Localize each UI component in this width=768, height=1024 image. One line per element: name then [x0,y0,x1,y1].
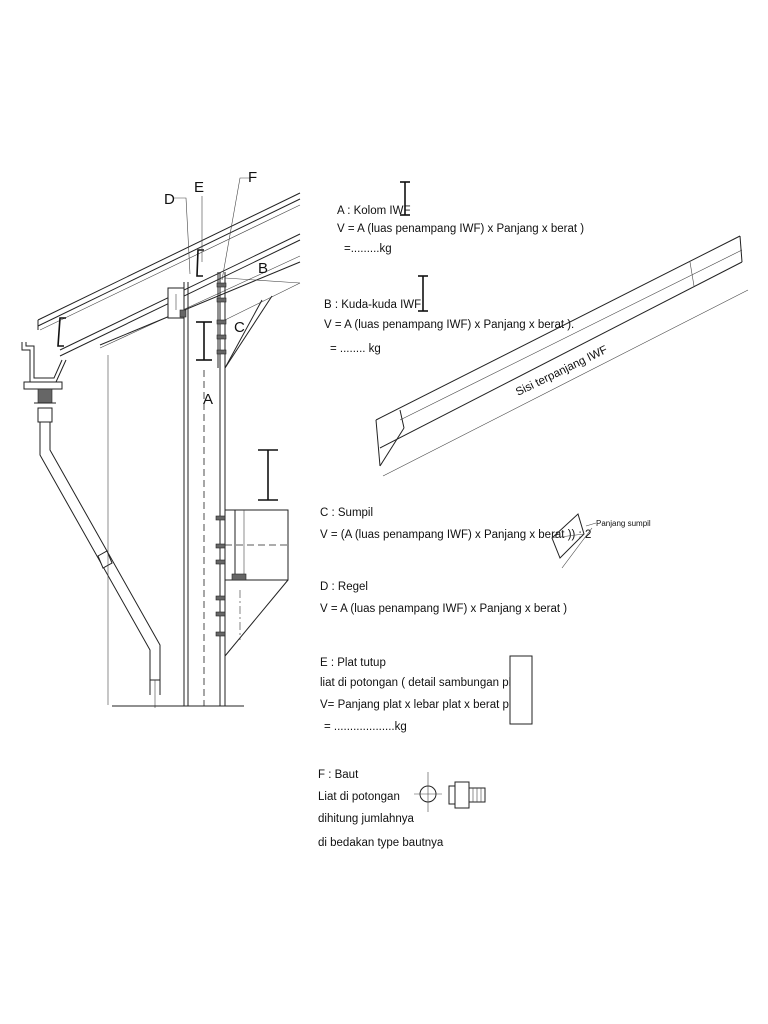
note-b-title: B : Kuda-kuda IWF [324,299,421,311]
note-f-baut: F : Baut Liat di potongan dihitung jumla… [318,769,486,849]
regel-i-section [252,449,288,511]
down-pipe [37,355,161,708]
note-e-plat-tutup: E : Plat tutup liat di potongan ( detail… [320,655,533,733]
note-a-kolom: A : Kolom IWF V = A (luas penampang IWF)… [337,181,584,255]
note-f-title: F : Baut [318,769,359,781]
bracket-connection [215,509,289,657]
label-f: F [248,169,257,186]
note-a-title: A : Kolom IWF [337,205,411,217]
note-b-kuda-kuda: B : Kuda-kuda IWF V = A (luas penampang … [324,275,574,355]
i-beam-icon [400,181,410,216]
note-c-formula: V = (A (luas penampang IWF) x Panjang x … [320,529,591,541]
note-f-line1: Liat di potongan [318,791,400,803]
label-a: A [203,391,213,408]
label-d: D [164,191,175,208]
note-b-result: = ........ kg [330,343,381,355]
roof-sheet [37,192,301,331]
label-leader-lines [174,177,250,281]
note-e-line1: liat di potongan ( detail sambungan plat… [320,677,528,689]
note-b-formula: V = A (luas penampang IWF) x Panjang x b… [324,319,574,331]
label-b: B [258,260,268,277]
note-e-title: E : Plat tutup [320,657,386,669]
label-e: E [194,179,204,196]
purlin-c-sections [57,249,204,347]
bolt-crosshair-icon [414,772,442,812]
note-d-title: D : Regel [320,581,368,593]
label-c: C [234,319,245,336]
note-e-formula: V= Panjang plat x lebar plat x berat pla… [320,699,522,711]
column-section-i-beam [196,321,212,361]
bolt-side-icon [448,781,486,809]
note-f-line2: dihitung jumlahnya [318,813,415,825]
cover-plate-sketch [509,655,533,725]
note-f-line3: di bedakan type bautnya [318,837,444,849]
note-d-regel: D : Regel V = A (luas penampang IWF) x P… [320,581,567,615]
note-a-formula: V = A (luas penampang IWF) x Panjang x b… [337,223,584,235]
note-d-formula: V = A (luas penampang IWF) x Panjang x b… [320,603,567,615]
portal-frame-elevation: D E F B C A [21,169,301,708]
sumpil-sketch: Panjang sumpil [551,513,651,569]
note-c-sumpil: C : Sumpil V = (A (luas penampang IWF) x… [320,507,651,569]
note-a-result: =.........kg [344,243,392,255]
note-e-result: = ...................kg [324,721,407,733]
note-c-title: C : Sumpil [320,507,373,519]
rafter-connection-bolts [216,282,227,355]
i-beam-icon [418,275,428,312]
sumpil-length-label: Panjang sumpil [596,519,651,528]
gutter [21,342,67,404]
sumpil-c [224,295,273,369]
iwf-member-longest-side: Sisi terpanjang IWF [375,235,749,477]
